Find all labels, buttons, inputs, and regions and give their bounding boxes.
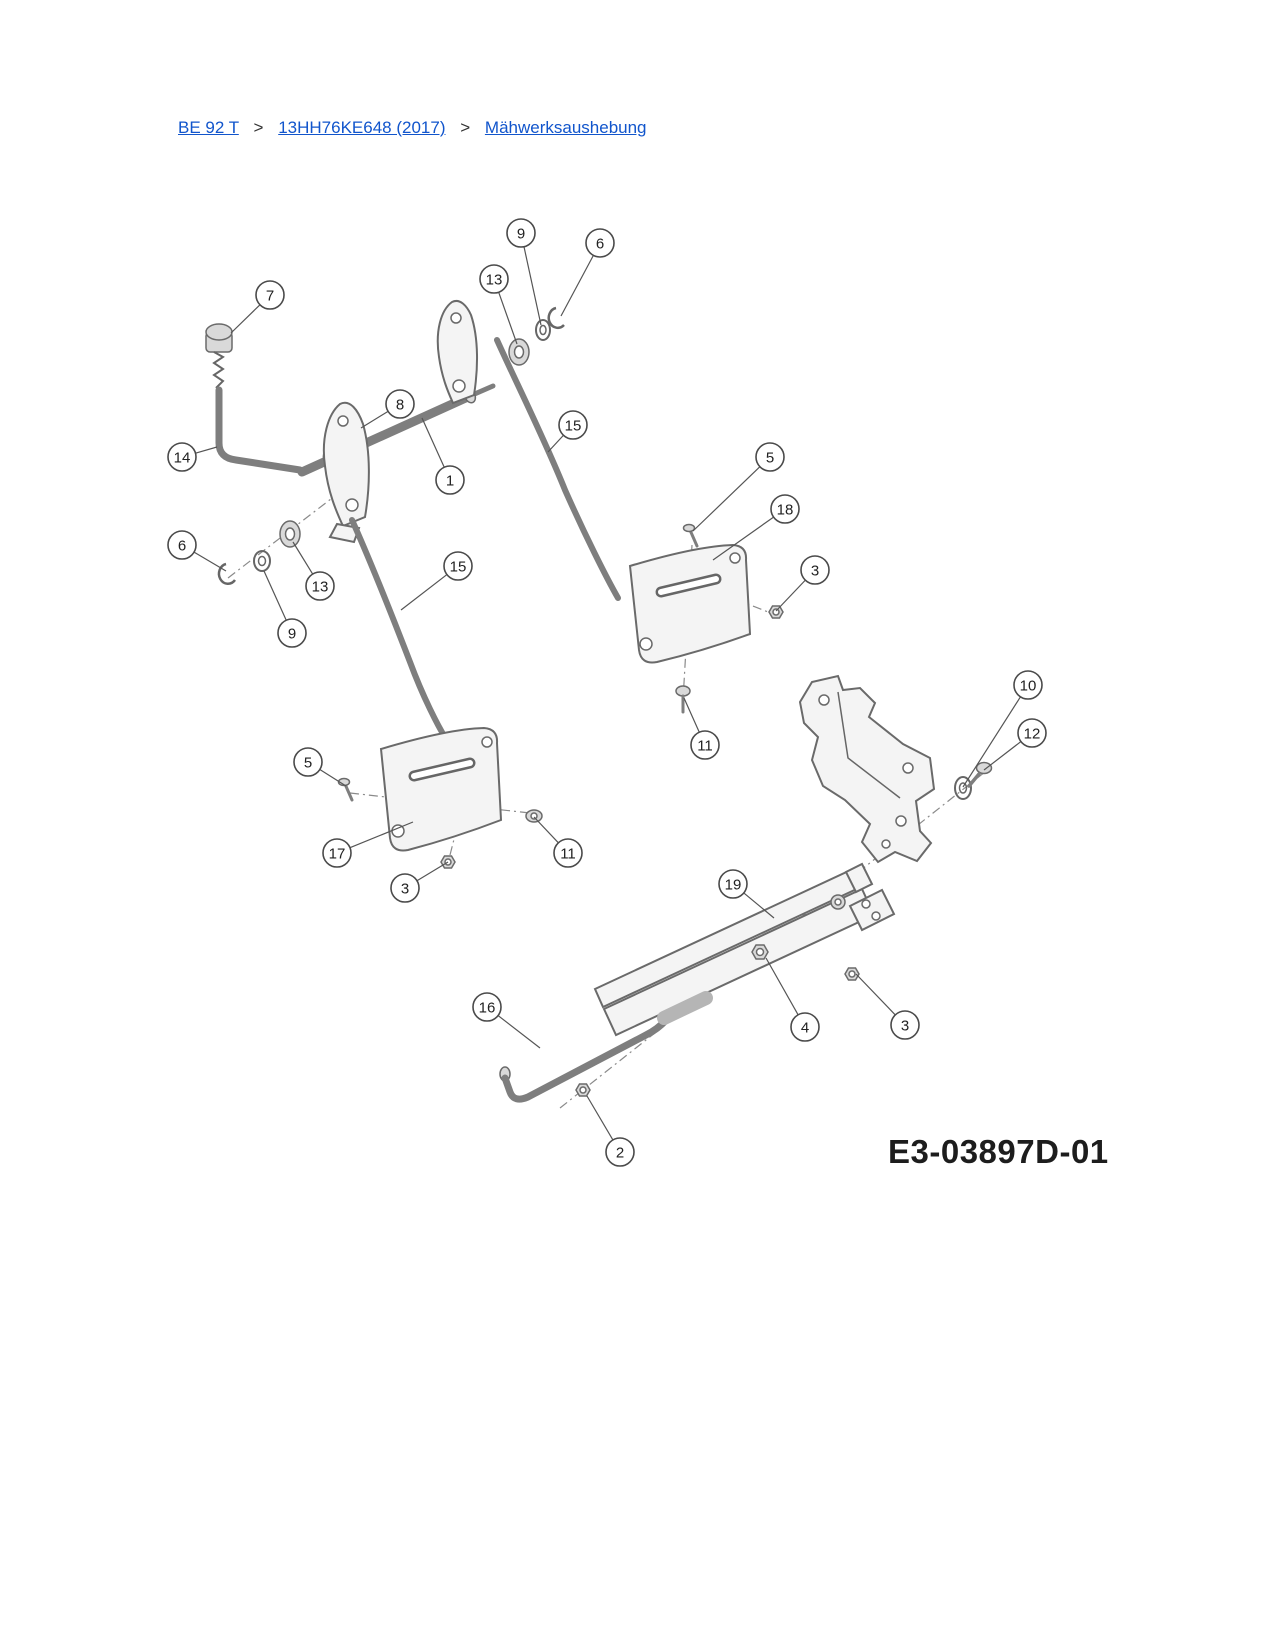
part-lift-rod: [499, 991, 713, 1103]
callout-13: 13: [292, 541, 335, 601]
breadcrumb: BE 92 T > 13HH76KE648 (2017) > Mähwerksa…: [178, 118, 647, 138]
breadcrumb-link-serial[interactable]: 13HH76KE648 (2017): [278, 118, 446, 137]
svg-text:3: 3: [811, 563, 819, 580]
breadcrumb-link-model[interactable]: BE 92 T: [178, 118, 239, 137]
callout-11: 11: [683, 697, 720, 760]
callout-8: 8: [360, 389, 415, 429]
callout-19: 19: [718, 869, 775, 919]
part-washer-left: [253, 550, 271, 572]
callout-3: 3: [855, 973, 920, 1040]
centerline: [699, 584, 769, 613]
callout-6: 6: [560, 228, 615, 317]
part-washer-top: [535, 319, 551, 341]
callout-3: 3: [390, 861, 449, 903]
callout-4: 4: [765, 957, 820, 1042]
part-lift-handle: [215, 386, 304, 474]
svg-text:12: 12: [1024, 726, 1041, 743]
svg-text:19: 19: [725, 877, 742, 894]
part-flange-lock-nut-rod: [575, 1083, 591, 1097]
svg-text:9: 9: [517, 226, 525, 243]
callout-12: 12: [983, 718, 1047, 771]
callout-3: 3: [775, 555, 830, 612]
callout-16: 16: [472, 992, 541, 1049]
callout-17: 17: [322, 821, 414, 868]
svg-text:7: 7: [266, 288, 274, 305]
svg-text:6: 6: [178, 538, 186, 555]
svg-text:5: 5: [304, 755, 312, 772]
part-nut-right: [768, 605, 784, 619]
callout-10: 10: [962, 670, 1043, 788]
part-deck-hanger-left: [379, 726, 503, 852]
svg-text:3: 3: [401, 881, 409, 898]
svg-text:16: 16: [479, 1000, 496, 1017]
breadcrumb-link-section[interactable]: Mähwerksaushebung: [484, 118, 647, 137]
part-flange-nut-left: [525, 809, 543, 823]
svg-text:3: 3: [901, 1018, 909, 1035]
part-pivot-bracket-left: [322, 401, 370, 544]
callout-5: 5: [692, 442, 785, 532]
svg-text:8: 8: [396, 397, 404, 414]
svg-text:11: 11: [560, 846, 576, 863]
svg-text:4: 4: [801, 1020, 809, 1037]
diagram-code: E3-03897D-01: [888, 1133, 1109, 1170]
part-nut-bottom: [844, 967, 860, 981]
part-lift-shaft-assembly: [593, 862, 896, 1037]
part-flange-bushing-top: [508, 338, 530, 366]
part-flange-bushing-left: [279, 520, 301, 548]
svg-text:14: 14: [174, 450, 191, 467]
svg-text:2: 2: [616, 1145, 624, 1162]
svg-text:6: 6: [596, 236, 604, 253]
callout-5: 5: [293, 747, 347, 787]
svg-text:1: 1: [446, 473, 454, 490]
part-retainer-clip-left: [217, 562, 237, 585]
callout-labels: 9 6 13 7 8 15 14 5 1 18 6 3 15 13 9 10 12 11 5 17 11 3 19 16 4 3 2: [167, 218, 1047, 1167]
callout-15: 15: [400, 551, 473, 611]
callout-2: 2: [586, 1095, 635, 1167]
callout-1: 1: [421, 417, 465, 495]
part-screw-left: [337, 777, 354, 802]
callout-13: 13: [479, 264, 518, 345]
svg-text:5: 5: [766, 450, 774, 467]
callout-6: 6: [167, 530, 227, 572]
svg-text:18: 18: [777, 502, 794, 519]
svg-text:15: 15: [450, 559, 467, 576]
part-screw-right: [682, 523, 699, 548]
svg-text:15: 15: [565, 418, 582, 435]
svg-text:13: 13: [486, 272, 503, 289]
parts-artwork: [205, 300, 993, 1109]
callout-11: 11: [533, 816, 583, 868]
callout-7: 7: [230, 280, 285, 334]
part-washer-bottom: [954, 776, 972, 800]
part-flange-lock-nut-center: [751, 944, 769, 960]
svg-text:9: 9: [288, 626, 296, 643]
callout-18: 18: [712, 494, 800, 561]
svg-text:11: 11: [697, 738, 713, 755]
svg-text:10: 10: [1020, 678, 1037, 695]
part-pivot-bracket-right: [436, 300, 478, 405]
part-bolt-right: [675, 685, 691, 714]
part-lift-link-right: [494, 337, 621, 601]
part-mounting-bracket: [798, 674, 936, 864]
part-retainer-clip-top: [547, 306, 565, 330]
callout-9: 9: [506, 218, 542, 326]
callout-9: 9: [263, 570, 307, 648]
part-shoulder-bolt: [967, 761, 993, 788]
breadcrumb-separator: >: [253, 118, 264, 137]
callout-14: 14: [167, 442, 218, 472]
svg-text:17: 17: [329, 846, 346, 863]
part-knob: [205, 323, 233, 389]
part-lift-link-left: [349, 517, 449, 742]
svg-text:13: 13: [312, 579, 329, 596]
part-deck-hanger-right: [628, 543, 752, 664]
breadcrumb-separator: >: [460, 118, 471, 137]
callout-15: 15: [547, 410, 588, 453]
